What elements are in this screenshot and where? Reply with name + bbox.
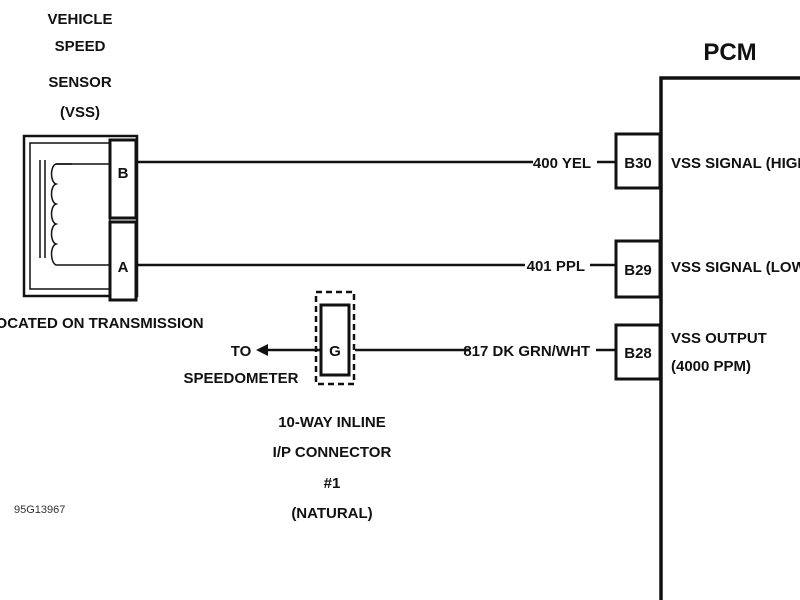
connector-label-line-2: I/P CONNECTOR — [273, 444, 392, 461]
pcm-pin-b28-id: B28 — [624, 345, 652, 362]
sensor-pin-b-box — [108, 138, 138, 220]
connector-label-line-1: 10-WAY INLINE — [278, 414, 386, 431]
arrow-left-icon — [256, 344, 268, 356]
wire-label-400-yel: 400 YEL — [533, 155, 591, 172]
inline-connector-outline — [314, 290, 356, 386]
pcm-label-vss-output-ppm: (4000 PPM) — [671, 358, 751, 375]
inline-connector-pin-box — [319, 303, 351, 377]
sensor-title-line-1: VEHICLE — [47, 11, 112, 28]
sensor-title-line-3: SENSOR — [48, 74, 112, 91]
inline-connector-pin: G — [329, 343, 341, 360]
connector-label-line-4: (NATURAL) — [291, 505, 372, 522]
sensor-pin-a-box — [108, 220, 138, 302]
pcm-label-vss-high: VSS SIGNAL (HIGH) — [671, 155, 800, 172]
connector-label-line-3: #1 — [324, 475, 341, 492]
speedometer-label-line-1: TO — [231, 343, 252, 360]
sensor-location-label: LOCATED ON TRANSMISSION — [0, 315, 204, 332]
speedometer-label-line-2: SPEEDOMETER — [183, 370, 298, 387]
pcm-label-vss-output: VSS OUTPUT — [671, 330, 767, 347]
pcm-pin-b30-id: B30 — [624, 155, 652, 172]
pcm-outline — [659, 76, 800, 600]
pcm-title: PCM — [703, 39, 756, 66]
sensor-pin-b-label: B — [118, 165, 129, 182]
figure-id: 95G13967 — [14, 504, 65, 516]
pcm-pin-b30-box — [614, 132, 662, 190]
pcm-pin-b29-id: B29 — [624, 262, 652, 279]
sensor-title-line-4: (VSS) — [60, 104, 100, 121]
pcm-pin-b28-box — [614, 323, 662, 381]
sensor-pin-a-label: A — [118, 259, 129, 276]
wire-label-401-ppl: 401 PPL — [527, 258, 585, 275]
wire-label-817: 817 DK GRN/WHT — [463, 343, 590, 360]
pcm-pin-b29-box — [614, 239, 662, 299]
sensor-title-line-2: SPEED — [55, 38, 106, 55]
pcm-label-vss-low: VSS SIGNAL (LOW) — [671, 259, 800, 276]
